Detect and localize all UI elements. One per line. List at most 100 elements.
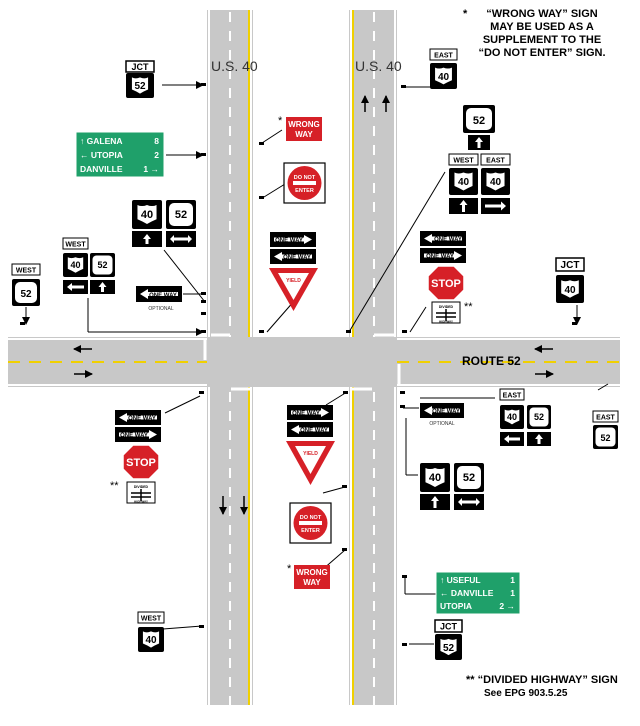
us40-right-label: U.S. 40	[355, 58, 402, 74]
svg-text:52: 52	[97, 260, 107, 270]
svg-text:52: 52	[443, 643, 455, 654]
svg-text:52: 52	[20, 289, 32, 300]
svg-text:40: 40	[429, 472, 441, 484]
svg-text:**: **	[464, 301, 473, 313]
svg-text:JCT: JCT	[131, 62, 149, 72]
svg-text:ENTER: ENTER	[301, 528, 320, 534]
wrong-way-footnote-line1: “WRONG WAY” SIGN	[486, 8, 598, 20]
svg-text:52: 52	[134, 81, 146, 92]
svg-text:JCT: JCT	[440, 622, 458, 632]
svg-text:2 →: 2 →	[499, 601, 515, 611]
svg-text:40: 40	[564, 285, 576, 296]
svg-text:1: 1	[510, 588, 515, 598]
svg-text:WEST: WEST	[16, 268, 37, 275]
destination-guide-sign-bottom: ↑ USEFUL 1 ← DANVILLE 1 UTOPIA 2 →	[435, 571, 521, 615]
svg-text:YIELD: YIELD	[286, 278, 301, 284]
leader-lines	[22, 81, 609, 645]
svg-text:DO NOT: DO NOT	[300, 515, 322, 521]
wrong-way-footnote-line2: MAY BE USED AS A	[490, 21, 594, 33]
jct-52-sign-bottom-right: JCT 52	[434, 619, 463, 660]
svg-text:STOP: STOP	[126, 457, 156, 469]
svg-text:52: 52	[463, 472, 475, 484]
svg-text:1: 1	[510, 575, 515, 585]
svg-text:52: 52	[600, 433, 610, 443]
svg-text:ONE WAY: ONE WAY	[128, 416, 156, 422]
east-40-sign-top: EAST 40	[429, 48, 458, 89]
svg-text:40: 40	[145, 635, 157, 646]
divided-highway-footnote: ** “DIVIDED HIGHWAY” SIGN See EPG 903.5.…	[466, 674, 618, 700]
wrong-way-footnote: * “WRONG WAY” SIGN MAY BE USED AS A SUPP…	[463, 8, 617, 60]
svg-text:40: 40	[507, 412, 517, 422]
svg-text:52: 52	[175, 209, 187, 221]
svg-text:**: **	[110, 480, 119, 492]
route-40-52-assembly-left: 40 52	[132, 200, 196, 247]
svg-text:↑ GALENA: ↑ GALENA	[80, 136, 123, 146]
svg-text:DO NOT: DO NOT	[294, 175, 316, 181]
svg-text:ONE WAY: ONE WAY	[120, 433, 148, 439]
svg-text:WAY: WAY	[303, 578, 321, 587]
roadway: U.S. 40 U.S. 40 ROUTE 52	[8, 10, 620, 705]
wrong-way-footnote-star: *	[463, 8, 468, 20]
svg-text:DANVILLE: DANVILLE	[80, 164, 123, 174]
svg-text:WEST: WEST	[453, 158, 474, 165]
one-way-optional-sign-left: ONE WAY OPTIONAL	[136, 286, 182, 312]
svg-text:ONE WAY: ONE WAY	[300, 428, 328, 434]
svg-text:ONE WAY: ONE WAY	[292, 411, 320, 417]
wrong-way-footnote-line3: SUPPLEMENT TO THE	[482, 34, 602, 46]
us40-left-label: U.S. 40	[211, 58, 258, 74]
east-40-52-assembly: EAST 40 52	[499, 388, 551, 446]
svg-text:40: 40	[438, 72, 450, 83]
svg-text:EAST: EAST	[596, 415, 615, 422]
svg-text:UTOPIA: UTOPIA	[440, 601, 472, 611]
jct-40-sign-right: JCT 40	[555, 257, 585, 303]
svg-text:← DANVILLE: ← DANVILLE	[440, 588, 494, 598]
divided-footnote-line2: See EPG 903.5.25	[484, 688, 568, 699]
svg-text:ONE WAY: ONE WAY	[426, 254, 454, 260]
svg-text:DIVIDED: DIVIDED	[439, 305, 454, 309]
svg-text:40: 40	[490, 177, 502, 188]
median-crossover	[207, 337, 397, 387]
one-way-yield-assembly: ONE WAY ONE WAY YIELD	[269, 232, 318, 311]
one-way-stop-assembly-left: ONE WAY ONE WAY STOP DIVIDED HIGHWAY **	[110, 410, 161, 504]
svg-text:ENTER: ENTER	[295, 188, 314, 194]
svg-text:WAY: WAY	[295, 130, 313, 139]
west-52-sign-far-left: WEST 52	[11, 263, 41, 306]
svg-text:*: *	[278, 115, 283, 127]
svg-text:OPTIONAL: OPTIONAL	[429, 421, 455, 427]
destination-guide-sign-top: ↑ GALENA 8 ← UTOPIA 2 DANVILLE 1 →	[75, 131, 165, 178]
wrong-way-footnote-line4: “DO NOT ENTER” SIGN.	[478, 47, 606, 59]
one-way-stop-assembly-right: ONE WAY ONE WAY STOP DIVIDED HIGHWAY **	[420, 231, 473, 324]
sign-posts	[20, 83, 577, 646]
svg-text:40: 40	[141, 209, 153, 221]
svg-text:EAST: EAST	[434, 53, 453, 60]
wrong-way-sign-top: * WRONG WAY	[278, 115, 322, 141]
svg-text:2: 2	[154, 150, 159, 160]
svg-text:WEST: WEST	[141, 616, 162, 623]
west-40-52-assembly: WEST 40 52	[62, 237, 115, 294]
svg-text:OPTIONAL: OPTIONAL	[148, 306, 174, 312]
svg-text:ONE WAY: ONE WAY	[275, 238, 303, 244]
svg-text:← UTOPIA: ← UTOPIA	[80, 150, 123, 160]
svg-text:52: 52	[473, 115, 485, 127]
divided-footnote-star: **	[466, 674, 475, 686]
svg-text:52: 52	[534, 412, 544, 422]
svg-text:STOP: STOP	[431, 278, 461, 290]
wrong-way-sign-bottom: * WRONG WAY	[287, 563, 330, 589]
svg-text:WRONG: WRONG	[288, 120, 320, 129]
svg-text:ONE WAY: ONE WAY	[434, 237, 462, 243]
svg-text:8: 8	[154, 136, 159, 146]
svg-text:WEST: WEST	[65, 242, 86, 249]
route52-label: ROUTE 52	[462, 354, 521, 368]
svg-text:ONE WAY: ONE WAY	[149, 293, 177, 299]
svg-text:40: 40	[70, 260, 80, 270]
route-52-40-assembly-right: 52 WEST EAST 40 40	[448, 105, 511, 214]
divided-footnote-line1: “DIVIDED HIGHWAY” SIGN	[477, 674, 618, 686]
svg-text:EAST: EAST	[486, 158, 505, 165]
svg-text:YIELD: YIELD	[303, 451, 318, 457]
jct-52-sign-top-left: JCT 52	[125, 60, 155, 98]
route-40-52-assembly-bottom-right: 40 52	[420, 463, 484, 510]
svg-text:ONE WAY: ONE WAY	[283, 255, 311, 261]
svg-text:HIGHWAY: HIGHWAY	[439, 320, 453, 324]
svg-text:WRONG: WRONG	[296, 568, 328, 577]
